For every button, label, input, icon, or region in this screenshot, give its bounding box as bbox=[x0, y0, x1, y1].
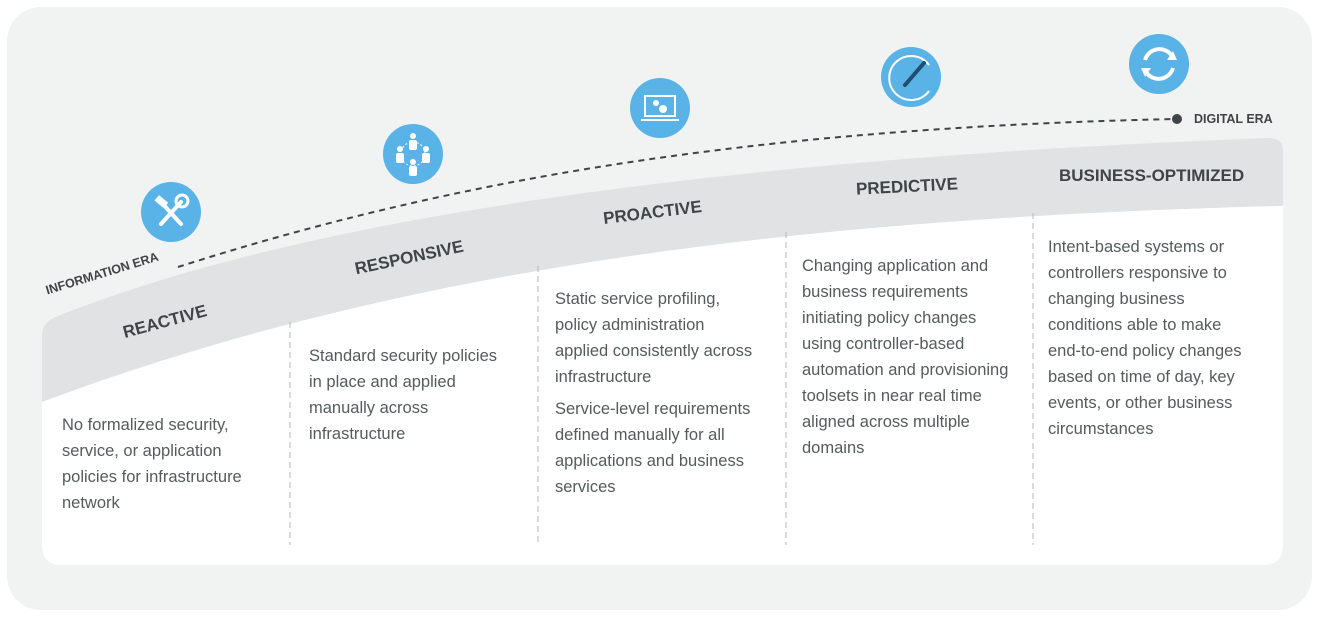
stage-description-reactive: No formalized security, service, or appl… bbox=[62, 412, 277, 522]
people-network-icon bbox=[383, 124, 443, 184]
digital-era-dot bbox=[1172, 114, 1182, 124]
stage-description-proactive: Static service profiling, policy adminis… bbox=[555, 286, 760, 506]
stage-description-responsive: Standard security policies in place and … bbox=[309, 343, 514, 453]
description-text: No formalized security, service, or appl… bbox=[62, 416, 242, 512]
description-text: Changing application and business requir… bbox=[802, 257, 1009, 457]
description-text: Static service profiling, policy adminis… bbox=[555, 290, 753, 386]
stage-label-business-optimized: BUSINESS-OPTIMIZED bbox=[1059, 166, 1245, 185]
column-dividers bbox=[289, 213, 1034, 545]
description-text: Intent-based systems or controllers resp… bbox=[1048, 238, 1242, 438]
digital-era-label: DIGITAL ERA bbox=[1194, 112, 1273, 126]
speedometer-icon bbox=[881, 47, 941, 107]
refresh-cycle-icon bbox=[1129, 34, 1189, 94]
stage-description-predictive: Changing application and business requir… bbox=[802, 253, 1017, 467]
description-text: Service-level requirements defined manua… bbox=[555, 400, 751, 496]
era-progress-line bbox=[177, 118, 1177, 268]
description-text: Standard security policies in place and … bbox=[309, 347, 498, 443]
laptop-gears-icon bbox=[630, 78, 690, 138]
stage-band bbox=[42, 138, 1283, 402]
stage-description-business-optimized: Intent-based systems or controllers resp… bbox=[1048, 234, 1258, 448]
tools-icon bbox=[141, 182, 201, 242]
description-card bbox=[42, 206, 1283, 565]
